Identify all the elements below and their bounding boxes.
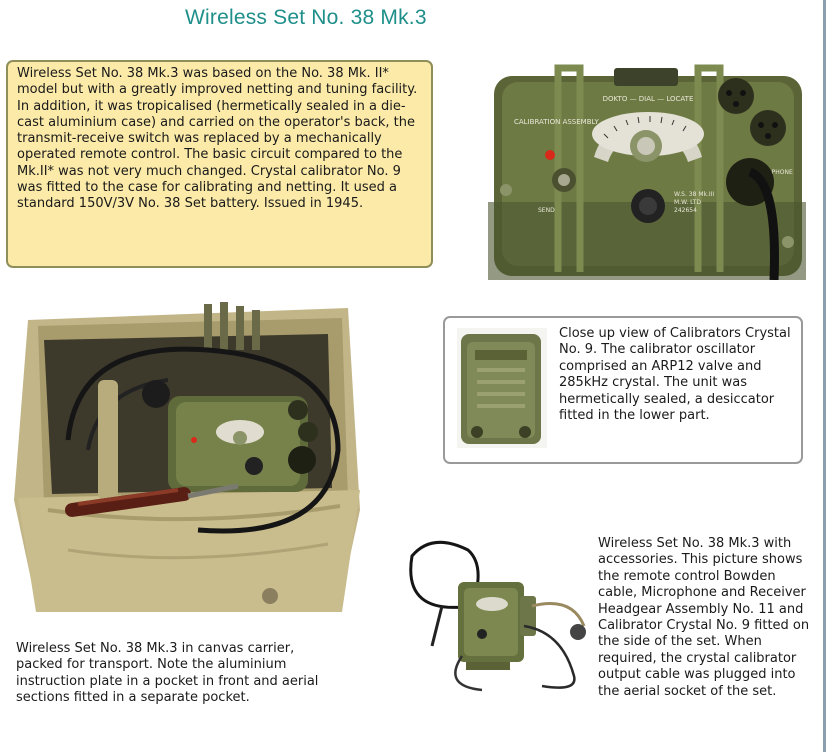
plate-line-1: W.S. 38 Mk.III bbox=[674, 191, 714, 198]
crystal-caption-box: Close up view of Calibrators Crystal No.… bbox=[443, 316, 803, 464]
carrier-caption: Wireless Set No. 38 Mk.3 in canvas carri… bbox=[16, 641, 319, 706]
mic-label: MIC & PHONE bbox=[752, 169, 793, 176]
crystal-caption: Close up view of Calibrators Crystal No.… bbox=[559, 326, 791, 424]
plate-line-2: M.W. LTD bbox=[674, 199, 701, 206]
send-label: SEND bbox=[538, 207, 555, 214]
accessories-caption: Wireless Set No. 38 Mk.3 with accessorie… bbox=[598, 536, 810, 699]
accessories-photo bbox=[402, 536, 594, 696]
front-panel-photo: DOKTO — DIAL — LOCATE CALIBRATION ASSEMB… bbox=[488, 62, 806, 280]
intro-text: Wireless Set No. 38 Mk.3 was based on th… bbox=[17, 66, 418, 212]
dial-label: DOKTO — DIAL — LOCATE bbox=[603, 95, 694, 103]
crystal-calibrator-photo bbox=[457, 328, 547, 448]
canvas-carrier-photo bbox=[8, 300, 368, 618]
page-title: Wireless Set No. 38 Mk.3 bbox=[185, 6, 427, 29]
plate-line-3: 242654 bbox=[674, 207, 697, 214]
window-edge bbox=[823, 0, 826, 752]
intro-box: Wireless Set No. 38 Mk.3 was based on th… bbox=[6, 60, 433, 268]
calibration-label: CALIBRATION ASSEMBLY bbox=[514, 118, 599, 126]
